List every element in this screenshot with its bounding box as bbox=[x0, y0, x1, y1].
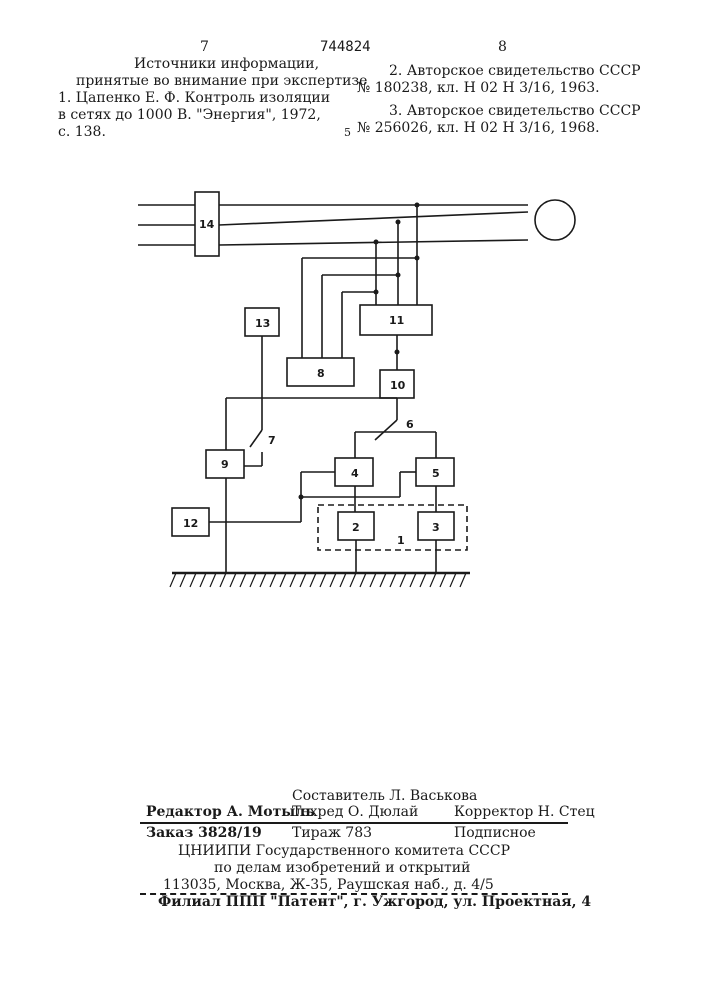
label-12: 12 bbox=[183, 517, 198, 530]
circuit-diagram: 14 13 11 8 10 9 4 5 2 3 12 6 7 1 bbox=[0, 0, 707, 620]
branch: Филиал ППП "Патент", г. Ужгород, ул. Про… bbox=[158, 893, 591, 911]
switch-6 bbox=[355, 420, 436, 458]
corrector: Корректор Н. Стец bbox=[454, 803, 595, 821]
label-group-1: 1 bbox=[397, 534, 405, 547]
label-10: 10 bbox=[390, 379, 406, 392]
label-5: 5 bbox=[432, 467, 440, 480]
label-13: 13 bbox=[255, 317, 270, 330]
label-4: 4 bbox=[351, 467, 359, 480]
motor-symbol bbox=[535, 200, 575, 240]
circulation: Тираж 783 bbox=[292, 824, 372, 842]
org-line1: ЦНИИПИ Государственного комитета СССР bbox=[178, 842, 510, 860]
editor: Редактор А. Мотыль bbox=[146, 803, 315, 821]
label-switch-6: 6 bbox=[406, 418, 414, 431]
label-14: 14 bbox=[199, 218, 215, 231]
label-2: 2 bbox=[352, 521, 360, 534]
order: Заказ 3828/19 bbox=[146, 824, 262, 842]
subscription: Подписное bbox=[454, 824, 536, 842]
label-11: 11 bbox=[389, 314, 404, 327]
phase-lines bbox=[138, 205, 528, 245]
techred: Техред О. Дюлай bbox=[292, 803, 418, 821]
label-switch-7: 7 bbox=[268, 434, 276, 447]
label-8: 8 bbox=[317, 367, 325, 380]
switch-7 bbox=[244, 430, 262, 466]
label-9: 9 bbox=[221, 458, 229, 471]
org-line3: 113035, Москва, Ж-35, Раушская наб., д. … bbox=[163, 876, 494, 894]
label-3: 3 bbox=[432, 521, 440, 534]
junction-dots bbox=[299, 203, 420, 500]
org-line2: по делам изобретений и открытий bbox=[214, 859, 470, 877]
ground-bus bbox=[170, 573, 470, 587]
